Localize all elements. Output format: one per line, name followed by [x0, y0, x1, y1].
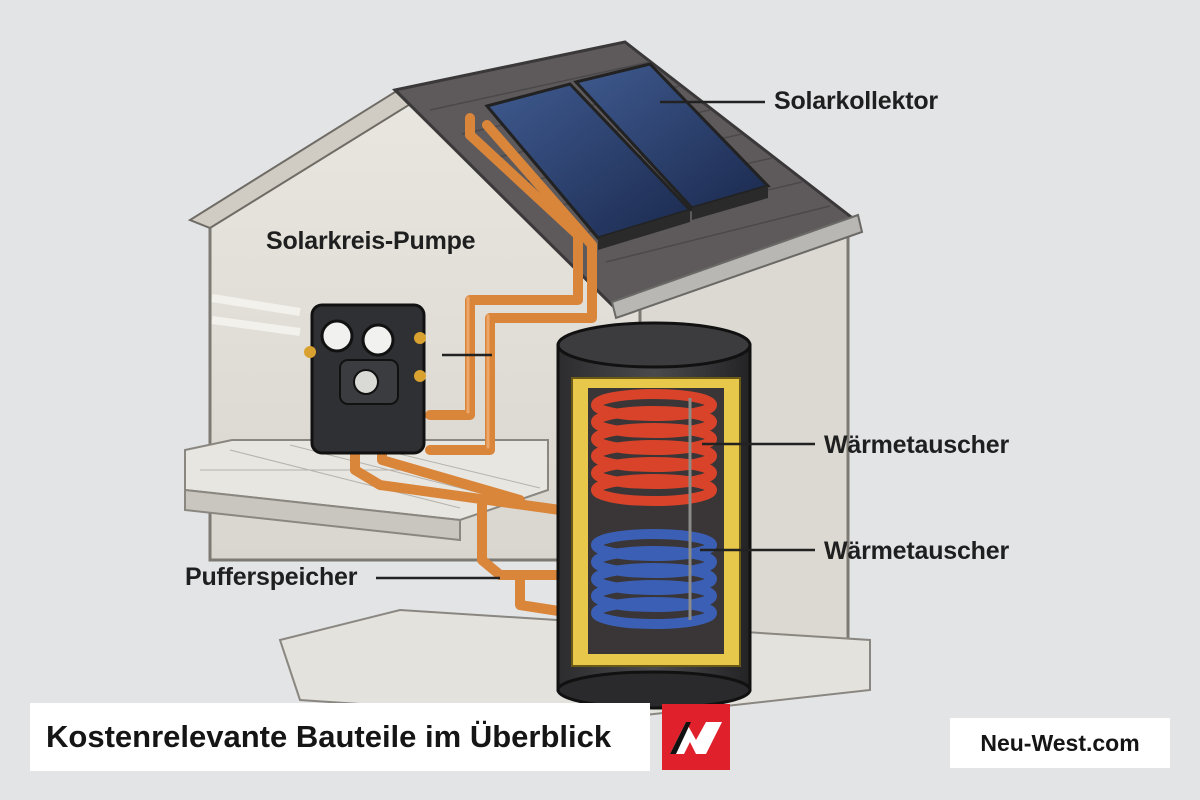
label-solar-collector: Solarkollektor — [774, 87, 938, 116]
label-heat-exchanger-lower: Wärmetauscher — [824, 537, 1009, 566]
site-name: Neu-West.com — [980, 730, 1139, 757]
neu-west-logo-icon — [662, 704, 730, 770]
footer-title: Kostenrelevante Bauteile im Überblick — [46, 719, 611, 755]
label-heat-exchanger-upper: Wärmetauscher — [824, 431, 1009, 460]
site-badge: Neu-West.com — [950, 718, 1170, 768]
footer-title-box: Kostenrelevante Bauteile im Überblick — [30, 703, 650, 771]
heat-exchanger-upper — [596, 394, 712, 501]
buffer-tank — [558, 323, 750, 708]
label-solar-pump: Solarkreis-Pumpe — [266, 227, 475, 256]
solar-pump-station — [304, 305, 426, 453]
label-buffer-tank: Pufferspeicher — [185, 563, 357, 592]
